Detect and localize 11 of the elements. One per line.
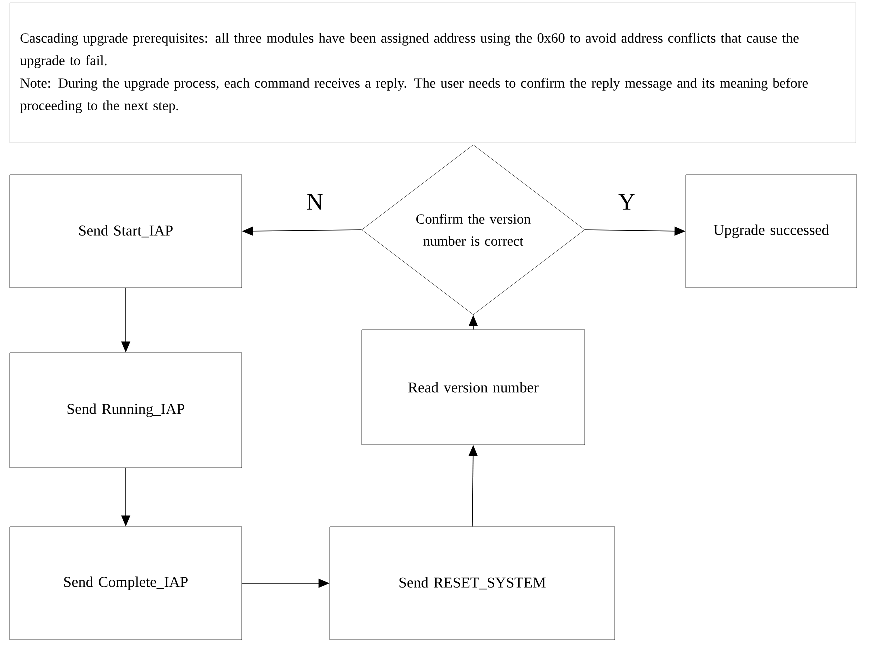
decision-text: Confirm the version number is correct [416,214,531,246]
edge-label: N [307,194,324,210]
process-box: Send Start_IAP [10,174,242,288]
process-box: Upgrade successed [686,174,858,288]
decision-diamond [362,144,586,316]
process-box: Read version number [362,330,586,446]
process-box: Send RESET_SYSTEM [330,526,616,640]
process-box: Send Complete_IAP [10,526,242,640]
note-box: Cascading upgrade prerequisites: all three modules have been assigned address using the 0x60 to avoid address conflicts that cause the upgrade to fail. Note: During the upgrade process, each command receives a reply. The user needs to confirm the reply message and its meaning before proceeding to the next step. [10,3,856,144]
edge-label: Y [618,194,636,210]
process-box: Send Running_IAP [10,352,242,468]
